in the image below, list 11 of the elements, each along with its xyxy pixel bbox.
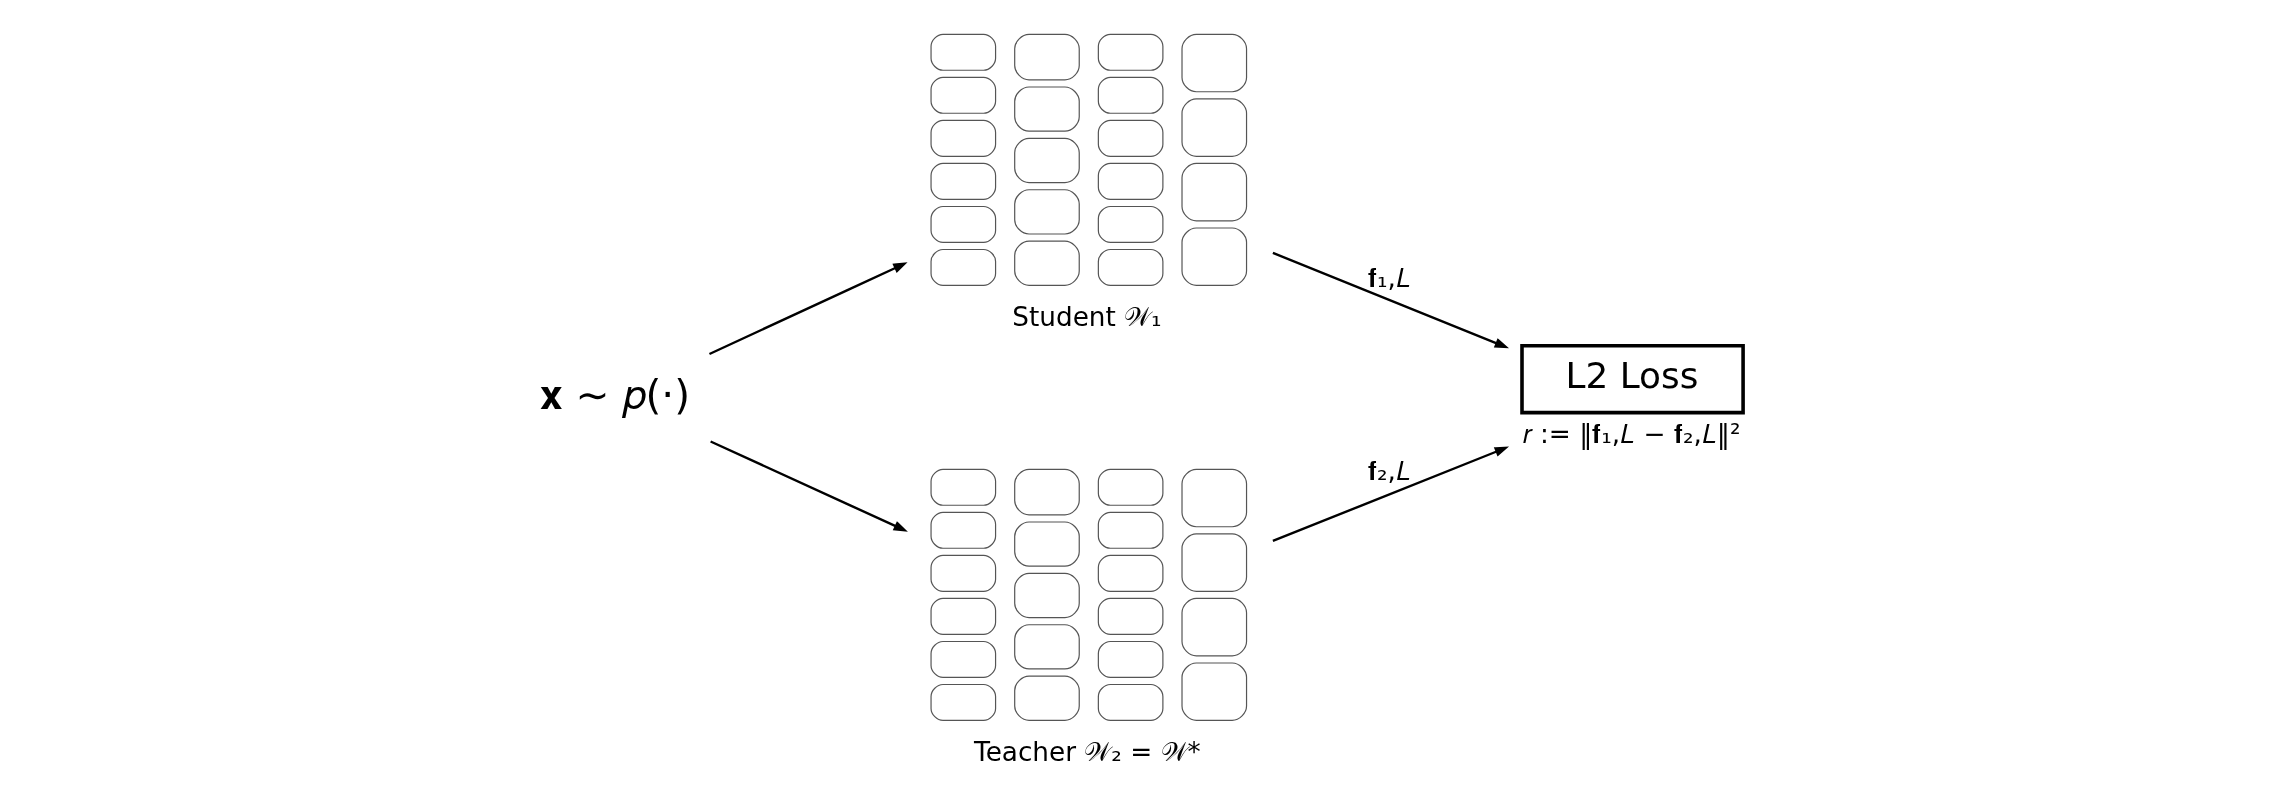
arrow xyxy=(1272,251,1510,349)
node-box: L2 Loss xyxy=(1520,343,1745,415)
edge-label: 𝐟₁,𝐿 xyxy=(1367,263,1411,294)
node-text: 𝐱 ∼ 𝑝(·) xyxy=(539,370,691,419)
node-label: Student 𝒲₁ xyxy=(1012,301,1162,332)
arrow xyxy=(710,440,908,532)
edge-label: 𝐟₂,𝐿 xyxy=(1367,455,1411,486)
node-label: 𝑟 := ‖𝐟₁,𝐿 − 𝐟₂,𝐿‖² xyxy=(1522,418,1741,449)
arrow xyxy=(708,262,908,356)
node-label: Teacher 𝒲₂ = 𝒲* xyxy=(974,736,1201,767)
arrow xyxy=(1272,446,1510,543)
